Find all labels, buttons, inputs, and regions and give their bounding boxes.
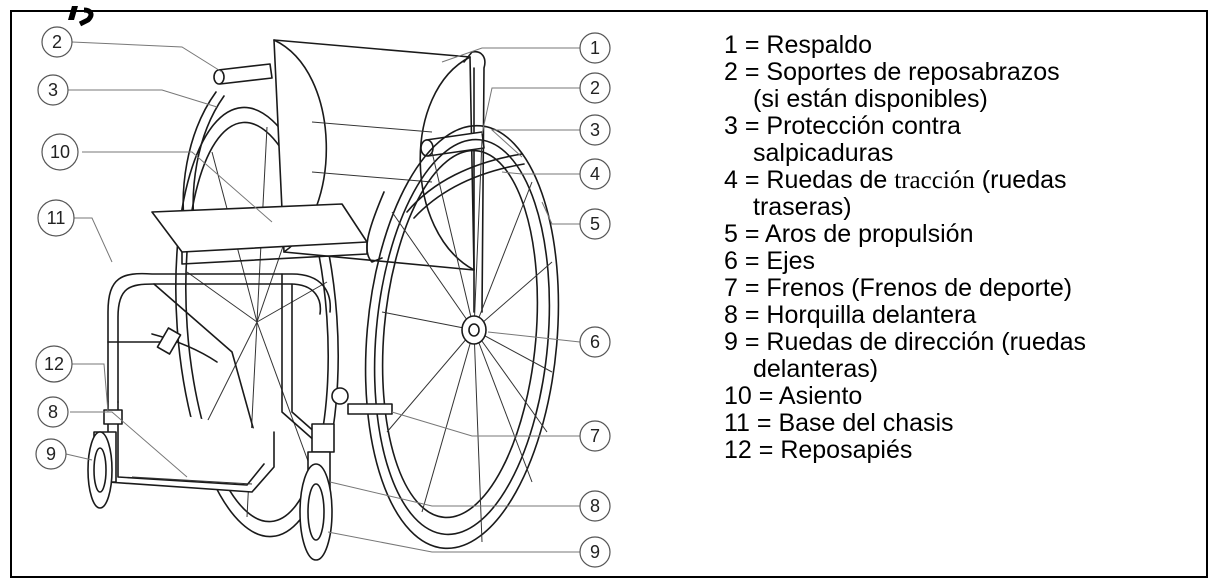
- wheelchair-diagram: 1 2 2 3 3 4 5 6 7 8 8 9 9 10 11 12: [35, 26, 611, 568]
- svg-text:7: 7: [590, 426, 600, 446]
- footrest: [103, 401, 275, 493]
- svg-text:3: 3: [590, 120, 600, 140]
- callout-5: 5: [579, 208, 611, 240]
- svg-text:6: 6: [590, 332, 600, 352]
- callout-6: 6: [579, 326, 611, 358]
- figure-frame: 1 2 2 3 3 4 5 6 7 8 8 9 9 10 11 12 1 = R…: [10, 6, 1208, 578]
- svg-text:2: 2: [52, 32, 62, 52]
- svg-text:10: 10: [50, 142, 70, 162]
- svg-text:11: 11: [47, 208, 66, 228]
- callout-8b: 8: [579, 490, 611, 522]
- callout-9a: 9: [35, 438, 67, 470]
- callout-10: 10: [41, 133, 79, 171]
- legend-item-8: 8 = Horquilla delantera: [724, 301, 977, 329]
- legend-item-11: 11 = Base del chasis: [724, 409, 954, 437]
- brake: [331, 387, 393, 415]
- svg-text:8: 8: [590, 496, 600, 516]
- callout-3b: 3: [579, 114, 611, 146]
- partial-heading-glyph: [68, 6, 94, 27]
- svg-text:12: 12: [44, 354, 64, 374]
- svg-text:3: 3: [48, 80, 58, 100]
- callout-9b: 9: [579, 536, 611, 568]
- svg-text:9: 9: [590, 542, 600, 562]
- rear-wheel-right: [364, 124, 560, 550]
- callout-8a: 8: [37, 396, 69, 428]
- caster-left: [87, 431, 117, 509]
- svg-text:2: 2: [590, 78, 600, 98]
- callout-4: 4: [579, 158, 611, 190]
- callout-12: 12: [35, 345, 73, 383]
- chassis-frame: [107, 272, 332, 493]
- parts-legend: 1 = Respaldo 2 = Soportes de reposabrazo…: [724, 32, 1086, 464]
- legend-item-1: 1 = Respaldo: [724, 31, 873, 59]
- callout-2b: 2: [579, 72, 611, 104]
- legend-item-6: 6 = Ejes: [724, 247, 816, 275]
- callout-1: 1: [579, 32, 611, 64]
- legend-item-2: 2 = Soportes de reposabrazos(si están di…: [724, 58, 1060, 113]
- leader-lines: [65, 41, 581, 553]
- svg-text:9: 9: [46, 444, 56, 464]
- callout-7: 7: [579, 420, 611, 452]
- caster-right: [299, 423, 335, 561]
- callout-3a: 3: [37, 74, 69, 106]
- svg-text:8: 8: [48, 402, 58, 422]
- seat: [151, 203, 368, 265]
- svg-text:4: 4: [590, 164, 600, 184]
- svg-text:1: 1: [590, 38, 600, 58]
- svg-text:5: 5: [590, 214, 600, 234]
- callout-2a: 2: [41, 26, 73, 58]
- legend-item-7: 7 = Frenos (Frenos de deporte): [724, 274, 1073, 302]
- callout-11: 11: [37, 199, 75, 237]
- legend-item-5: 5 = Aros de propulsión: [724, 220, 974, 248]
- legend-item-10: 10 = Asiento: [724, 382, 863, 410]
- legend-item-12: 12 = Reposapiés: [724, 436, 913, 464]
